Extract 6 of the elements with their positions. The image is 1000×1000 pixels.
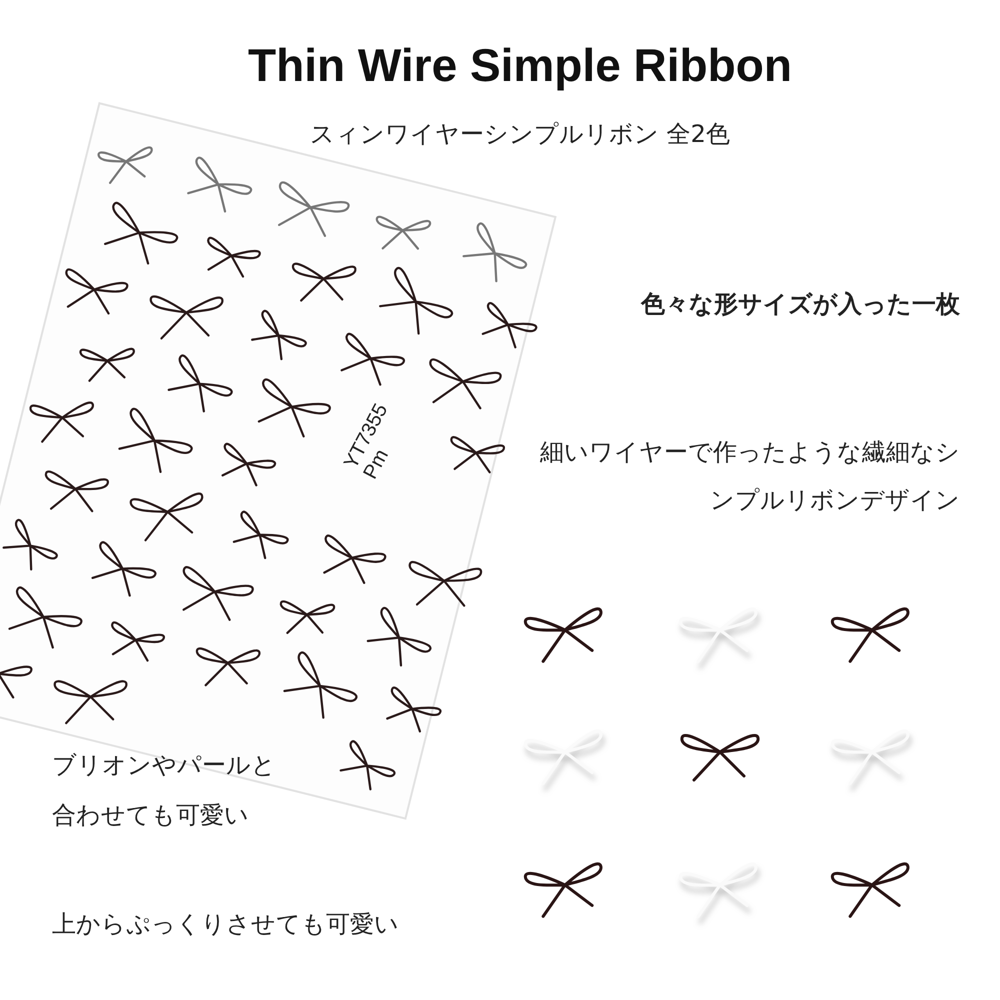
description-text: 細いワイヤーで作ったような繊細なシンプルリボンデザイン [539,437,960,516]
title: Thin Wire Simple Ribbon [247,38,793,92]
subtitle: スィンワイヤーシンプルリボン 全2色 [309,119,731,150]
styling-note: 上からぷっくりさせても可愛い [52,909,399,940]
feature-text: 色々な形サイズが入った一枚 [640,289,960,320]
styling-note: ブリオンやパールと合わせても可愛い [52,750,277,831]
